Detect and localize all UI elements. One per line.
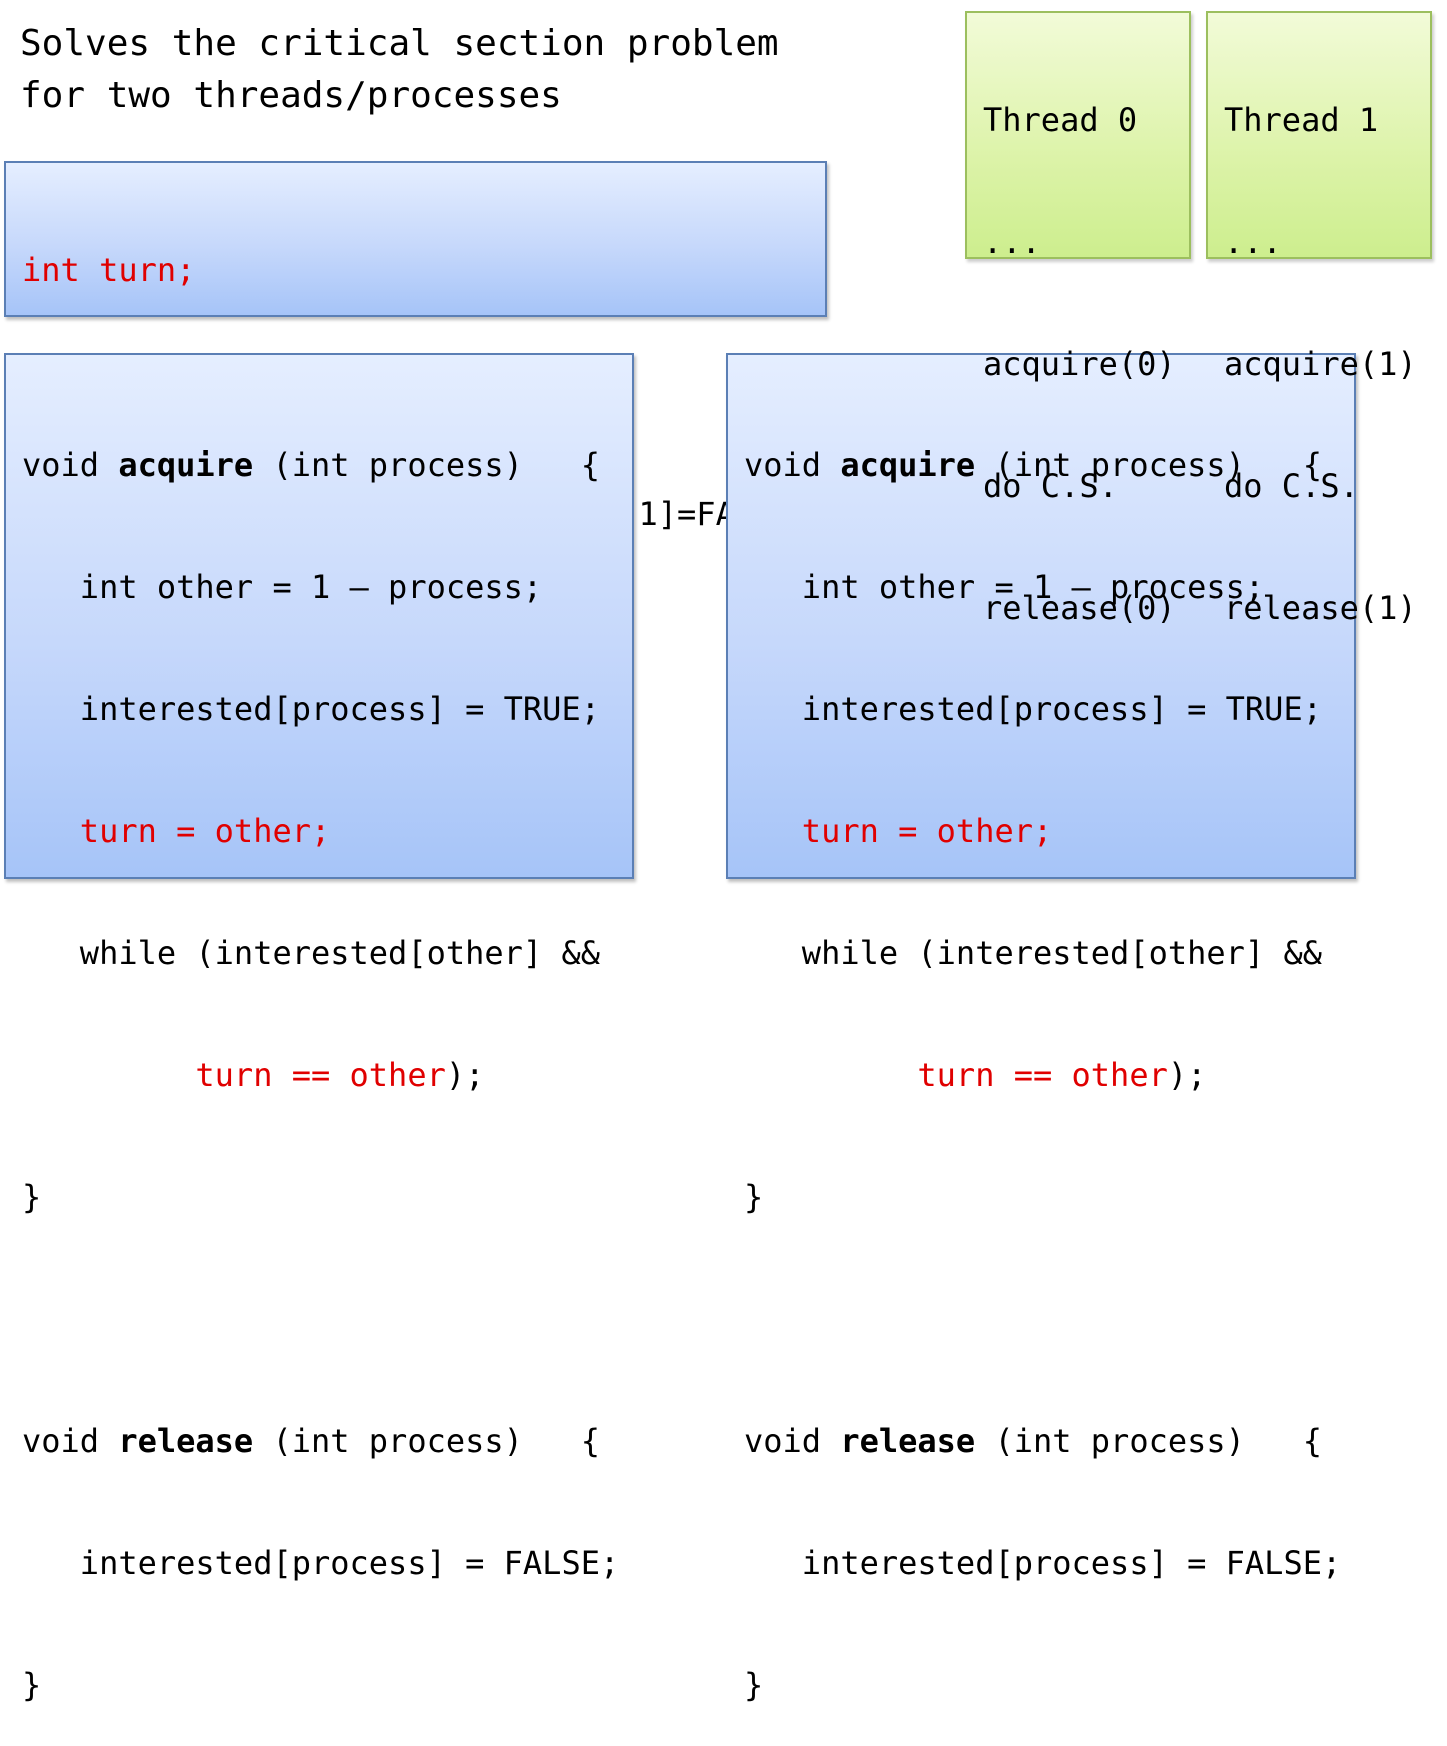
thread-title: Thread 0 (983, 101, 1138, 139)
thread-ellipsis: ... (983, 223, 1041, 261)
release-close-brace: } (22, 1666, 42, 1704)
set-interested-true: interested[process] = TRUE; (22, 690, 600, 728)
thread-acquire-call: acquire(0) (983, 345, 1176, 383)
acquire-function-name: acquire (118, 446, 254, 484)
set-interested-false: interested[process] = FALSE; (22, 1544, 620, 1582)
thread-title: Thread 1 (1224, 101, 1379, 139)
code-box-left: void acquire (int process) { int other =… (4, 353, 634, 1704)
set-interested-true: interested[process] = TRUE; (744, 690, 1322, 728)
thread-0-box: Thread 0 ... acquire(0) do C.S. release(… (965, 11, 1191, 627)
thread-release-call: release(1) (1224, 589, 1417, 627)
acquire-close-brace: } (22, 1178, 42, 1216)
other-declaration: int other = 1 – process; (22, 568, 543, 606)
decl-turn: int turn; (22, 251, 196, 289)
acquire-close-brace: } (744, 1178, 764, 1216)
release-function-name: release (840, 1422, 976, 1460)
thread-critical-section: do C.S. (983, 467, 1118, 505)
turn-assignment: turn = other; (744, 812, 1053, 850)
heading-line-2: for two threads/processes (20, 75, 562, 116)
thread-release-call: release(0) (983, 589, 1176, 627)
thread-critical-section: do C.S. (1224, 467, 1359, 505)
slide-heading: Solves the critical section problem for … (20, 18, 779, 122)
while-loop: while (interested[other] && (744, 934, 1322, 972)
release-signature: void release (int process) { (22, 1422, 600, 1460)
acquire-signature: void acquire (int process) { (22, 446, 600, 484)
release-function-name: release (118, 1422, 254, 1460)
acquire-signature: void acquire (int process) { (744, 446, 1322, 484)
thread-1-box: Thread 1 ... acquire(1) do C.S. release(… (1206, 11, 1432, 627)
thread-acquire-call: acquire(1) (1224, 345, 1417, 383)
shared-declarations-box: int turn; int interested[2]; interested[… (4, 161, 827, 533)
heading-line-1: Solves the critical section problem (20, 23, 779, 64)
thread-ellipsis: ... (1224, 223, 1282, 261)
turn-assignment: turn = other; (22, 812, 331, 850)
release-signature: void release (int process) { (744, 1422, 1322, 1460)
while-condition: turn == other); (917, 1056, 1207, 1094)
acquire-function-name: acquire (840, 446, 976, 484)
while-condition: turn == other); (195, 1056, 485, 1094)
set-interested-false: interested[process] = FALSE; (744, 1544, 1342, 1582)
blank-line (22, 1296, 632, 1342)
while-loop: while (interested[other] && (22, 934, 600, 972)
release-close-brace: } (744, 1666, 764, 1704)
blank-line (744, 1296, 1354, 1342)
other-declaration: int other = 1 – process; (744, 568, 1265, 606)
